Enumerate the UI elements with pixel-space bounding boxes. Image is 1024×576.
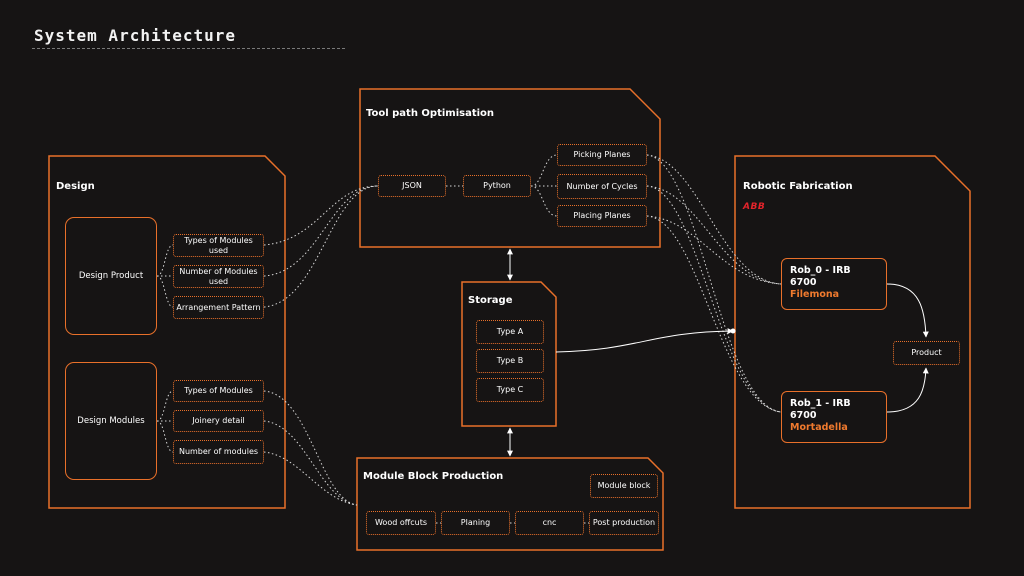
robotic-panel: [734, 155, 971, 509]
json-box: JSON: [378, 175, 446, 197]
cnc: cnc: [515, 511, 584, 535]
planing: Planing: [441, 511, 510, 535]
design-to-json-links: [263, 185, 379, 308]
modules-to-production-links: [263, 390, 358, 506]
design-product-box: Design Product: [65, 217, 157, 335]
number-of-modules: Number of modules: [173, 440, 264, 464]
storage-robotic-link: [555, 328, 734, 353]
design-panel: [48, 155, 286, 509]
toolpath-internal-links: [446, 154, 558, 217]
number-of-cycles: Number of Cycles: [557, 174, 647, 199]
page-title: System Architecture: [34, 26, 237, 45]
types-of-modules-used: Types of Modules used: [173, 234, 264, 257]
robot-nickname: Mortadella: [790, 422, 848, 433]
abb-logo: ABB: [743, 202, 766, 212]
design-title: Design: [56, 181, 95, 192]
design-internal-links: [156, 244, 174, 453]
robot-rob1: Rob_1 - IRB 6700 Mortadella: [781, 391, 887, 443]
placing-planes: Placing Planes: [557, 205, 647, 227]
robot-name: Rob_0 - IRB 6700: [790, 265, 851, 288]
production-panel: [356, 457, 664, 551]
toolpath-panel: [359, 88, 661, 248]
storage-type-a: Type A: [476, 320, 544, 344]
toolpath-title: Tool path Optimisation: [366, 108, 495, 119]
rob0-product-link: [886, 283, 929, 338]
title-divider: [32, 48, 345, 49]
storage-type-b: Type B: [476, 349, 544, 373]
module-block-box: Module block: [590, 474, 658, 498]
storage-panel: [461, 281, 557, 427]
robot-name: Rob_1 - IRB 6700: [790, 398, 851, 421]
arrangement-pattern: Arrangement Pattern: [173, 296, 264, 319]
robot-rob0: Rob_0 - IRB 6700 Filemona: [781, 258, 887, 310]
types-of-modules: Types of Modules: [173, 380, 264, 402]
number-of-modules-used: Number of Modules used: [173, 265, 264, 288]
picking-planes: Picking Planes: [557, 144, 647, 166]
post-production: Post production: [589, 511, 659, 535]
production-title: Module Block Production: [363, 471, 504, 482]
rob1-product-link: [886, 367, 929, 413]
robot-nickname: Filemona: [790, 289, 840, 300]
robotic-title: Robotic Fabrication: [743, 181, 853, 192]
wood-offcuts: Wood offcuts: [366, 511, 436, 535]
storage-type-c: Type C: [476, 378, 544, 402]
solid-links: [507, 248, 929, 457]
robotic-entry-dot: [730, 328, 736, 334]
python-box: Python: [463, 175, 531, 197]
storage-title: Storage: [468, 295, 513, 306]
toolpath-to-robots-links: [646, 154, 782, 413]
joinery-detail: Joinery detail: [173, 410, 264, 432]
design-modules-box: Design Modules: [65, 362, 157, 480]
product-box: Product: [893, 341, 960, 365]
